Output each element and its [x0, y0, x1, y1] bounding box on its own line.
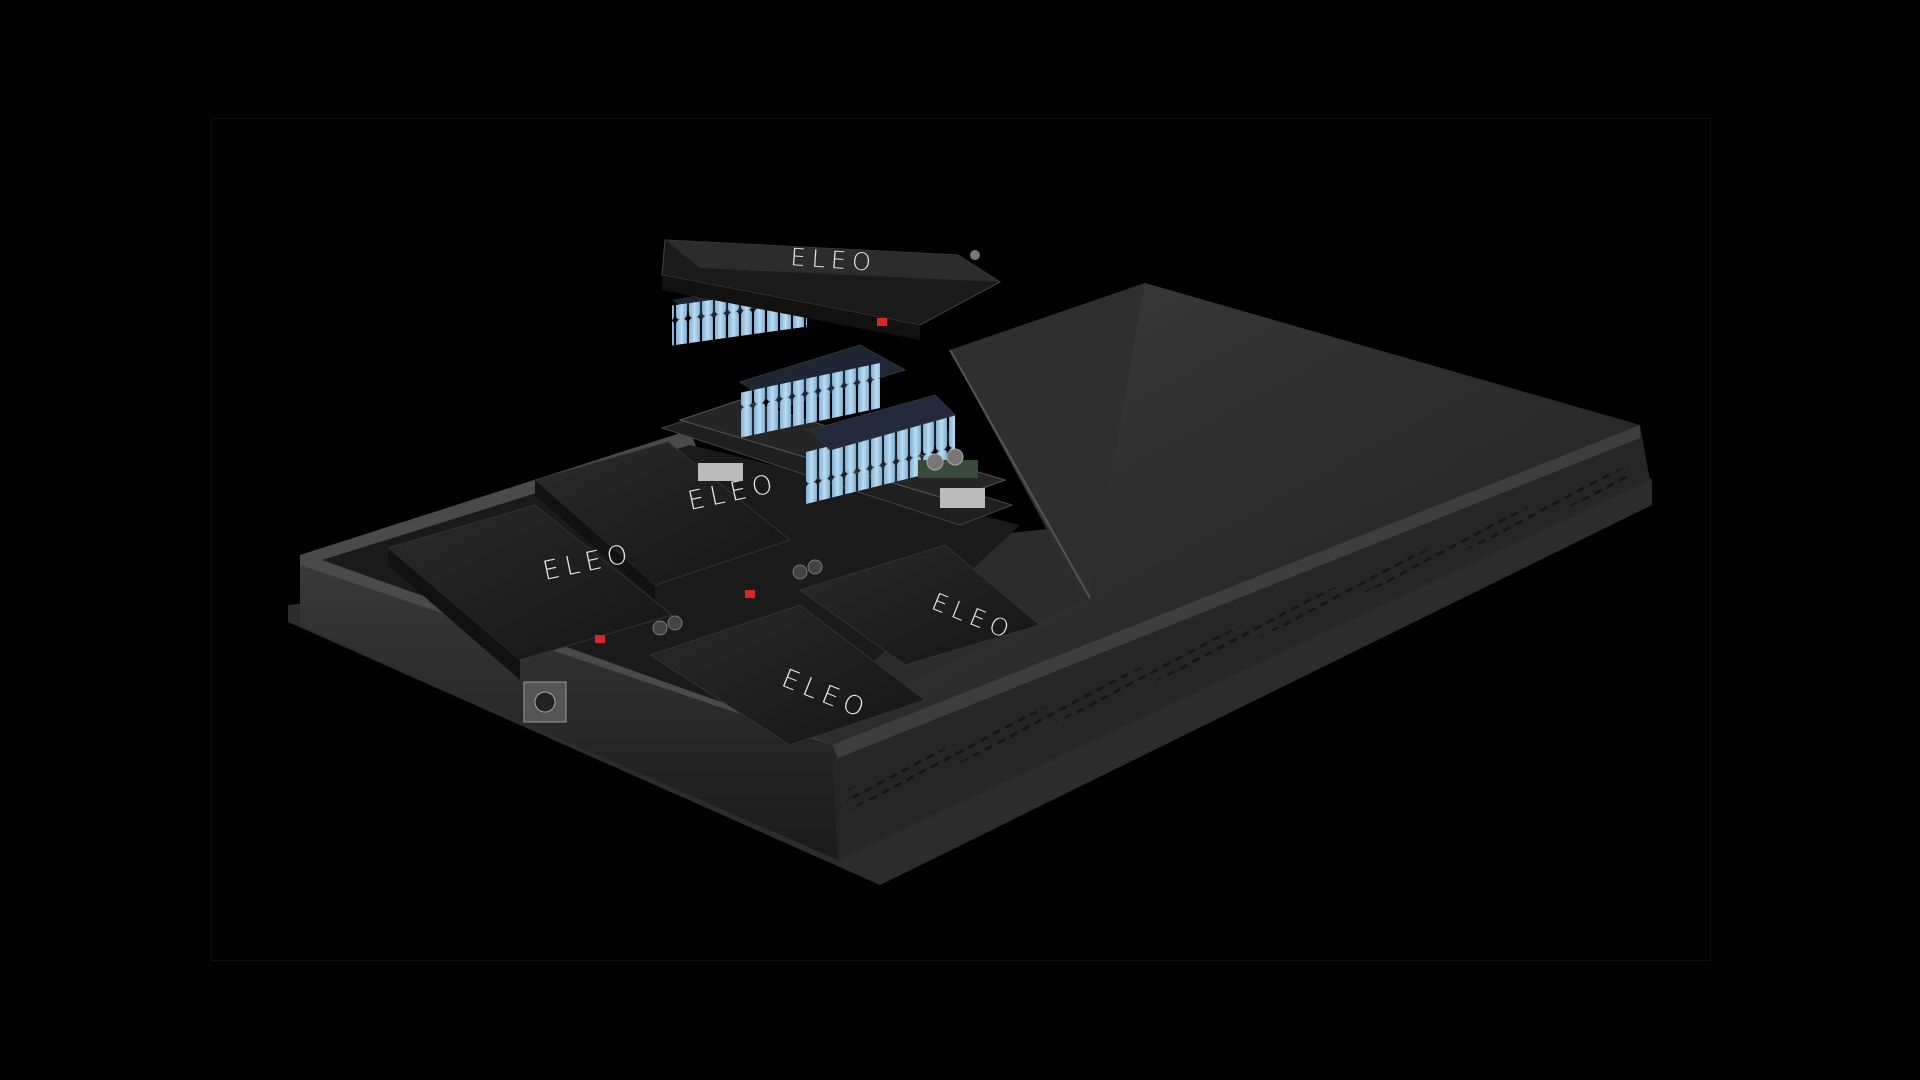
lid-edge [832, 425, 1640, 758]
tray-vents [845, 465, 1632, 810]
top-screw [970, 250, 980, 260]
pcb-components [698, 448, 985, 508]
battery-module-4: ELEO [798, 544, 1042, 666]
tray-front-wall [300, 555, 838, 860]
battery-module-1: ELEO [533, 441, 792, 600]
battery-module-2: ELEO [386, 504, 674, 680]
cell-block-2 [738, 344, 907, 438]
image-frame [211, 118, 1711, 961]
module-logo-top: ELEO [790, 243, 878, 277]
exploded-top-module: ELEO [661, 239, 1001, 340]
battery-module-3: ELEO [648, 604, 927, 746]
side-connector-port [523, 681, 567, 723]
lid-flap-edge [949, 349, 1091, 599]
lid-flap [950, 283, 1145, 595]
connector-red-1 [595, 635, 605, 643]
connector-red-top [877, 318, 887, 326]
cell-block-3 [805, 394, 956, 505]
connectors [652, 559, 823, 636]
